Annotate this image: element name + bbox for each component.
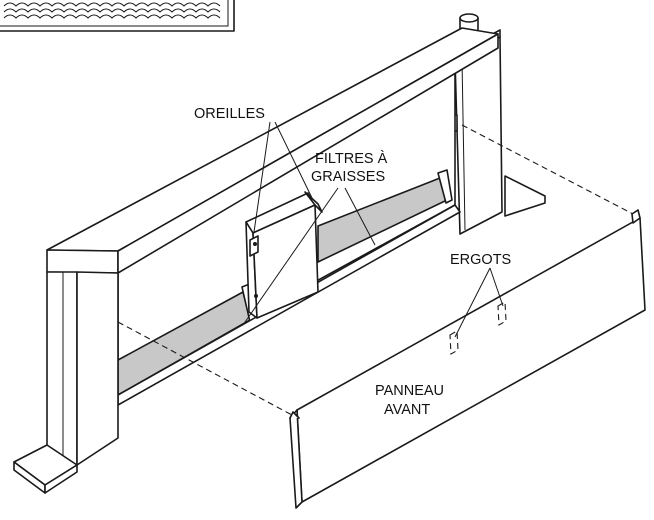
left-foot bbox=[13, 444, 78, 494]
center-bracket bbox=[245, 191, 323, 319]
alignment-lines bbox=[117, 124, 636, 416]
leader-ergots bbox=[454, 267, 504, 338]
label-panneau-line2: AVANT bbox=[384, 402, 430, 418]
label-panneau-line1: PANNEAU bbox=[375, 383, 444, 399]
grease-filter-right bbox=[317, 169, 453, 263]
leader-filtres bbox=[242, 187, 376, 326]
front-panel bbox=[289, 209, 646, 509]
inset-scale-pattern bbox=[3, 2, 221, 19]
label-oreilles: OREILLES bbox=[194, 106, 265, 122]
label-ergots: ERGOTS bbox=[450, 252, 511, 268]
stud-right bbox=[497, 301, 507, 326]
left-leg bbox=[46, 271, 119, 466]
stud-left bbox=[449, 330, 459, 355]
inset-detail-box bbox=[0, 0, 235, 32]
label-filtres-line2: GRAISSES bbox=[311, 169, 385, 185]
label-filtres-line1: FILTRES À bbox=[315, 150, 388, 167]
top-rail bbox=[46, 27, 499, 274]
right-foot bbox=[504, 175, 546, 217]
leader-oreilles bbox=[253, 121, 314, 233]
